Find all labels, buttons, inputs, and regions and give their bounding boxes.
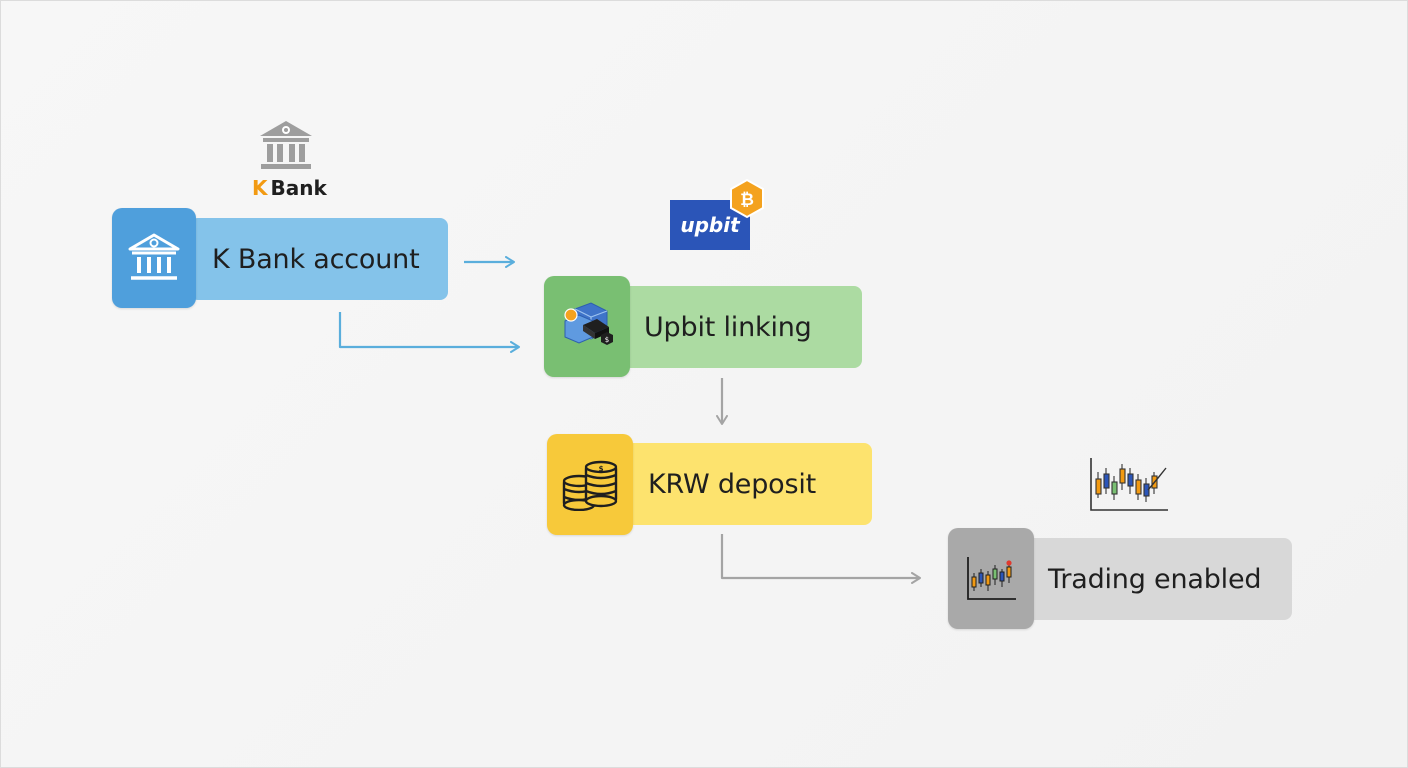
arrow-kbank-to-upbit-elbow <box>338 312 520 353</box>
step-upbit-tile: $ <box>544 276 630 377</box>
bitcoin-icon: ₿ <box>730 178 764 219</box>
kbank-logo-bank: Bank <box>270 176 327 200</box>
step-deposit-bar: KRW deposit <box>626 443 872 525</box>
bank-icon <box>128 233 180 280</box>
step-trading-bar: Trading enabled <box>1026 538 1292 620</box>
candlestick-chart-icon <box>967 556 1016 600</box>
step-kbank-tile <box>112 208 196 308</box>
step-kbank-bar: K Bank account <box>190 218 448 300</box>
upbit-logo: upbit ₿ <box>670 178 766 252</box>
bank-building-icon <box>260 121 312 169</box>
step-upbit-label: Upbit linking <box>644 311 812 343</box>
step-kbank-label: K Bank account <box>212 243 420 275</box>
kbank-logo-k: K <box>252 176 268 200</box>
step-upbit-bar: Upbit linking <box>622 286 862 368</box>
svg-text:$: $ <box>599 465 604 473</box>
svg-text:₿: ₿ <box>740 190 754 210</box>
candlestick-chart-logo <box>1090 458 1168 511</box>
upbit-logo-text: upbit <box>680 213 740 237</box>
link-cubes-icon: $ <box>564 301 613 345</box>
step-deposit-label: KRW deposit <box>648 468 817 500</box>
step-deposit-tile: $ <box>547 434 633 535</box>
arrow-deposit-to-trading <box>720 534 921 584</box>
step-trading-label: Trading enabled <box>1048 563 1262 595</box>
step-trading-tile <box>948 528 1034 629</box>
svg-text:$: $ <box>605 336 609 344</box>
coins-icon: $ <box>562 460 618 511</box>
